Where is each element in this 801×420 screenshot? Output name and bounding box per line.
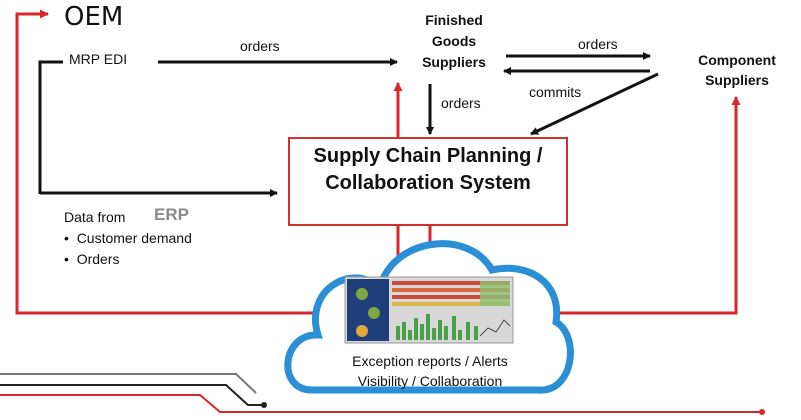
- red-loop-to-oem: [15, 9, 330, 315]
- mrp-bracket: [38, 60, 63, 194]
- edge-label-mrp-orders: orders: [240, 38, 280, 54]
- circuit-lines: [0, 373, 765, 415]
- erp-data-intro: Data from: [64, 209, 126, 225]
- oem-label: OEM: [64, 2, 124, 32]
- erp-bullet-1: • Customer demand: [64, 230, 192, 246]
- finished-goods-suppliers-node: Finished Goods Suppliers: [422, 12, 486, 70]
- red-arrow-to-component: [520, 96, 741, 315]
- component-to-scp-arrow: [530, 72, 659, 136]
- scp-system-label: Supply Chain Planning / Collaboration Sy…: [313, 145, 543, 194]
- edge-label-fg-scp-orders: orders: [441, 95, 481, 111]
- edge-label-fg-orders: orders: [578, 36, 618, 52]
- edge-label-commits: commits: [529, 84, 582, 100]
- component-suppliers-node: Component Suppliers: [698, 52, 776, 88]
- erp-item-customer-demand: Customer demand: [76, 230, 192, 246]
- erp-item-orders: Orders: [76, 251, 120, 267]
- scp-system-box: [288, 137, 568, 226]
- cloud-caption: Exception reports / Alerts Visibility / …: [315, 351, 545, 391]
- cloud-line-1: Exception reports / Alerts: [352, 353, 508, 369]
- dashboard-thumbnail: [344, 276, 514, 344]
- mrp-edi-label: MRP EDI: [69, 51, 128, 67]
- erp-bullet-2: • Orders: [64, 251, 120, 267]
- cloud-line-2: Visibility / Collaboration: [357, 373, 503, 389]
- erp-label: ERP: [154, 205, 189, 224]
